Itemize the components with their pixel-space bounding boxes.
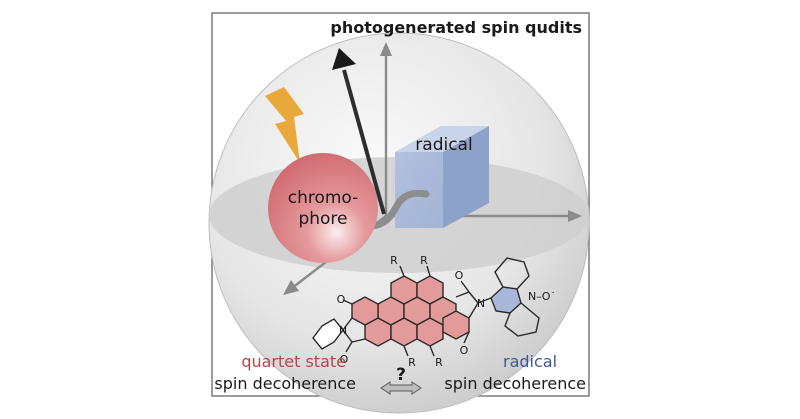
substituent-r-1: R (390, 254, 398, 267)
perylene-diimide-core (351, 275, 470, 347)
right-caption-line2: spin decoherence (444, 374, 586, 393)
oxygen-label-1: O (337, 293, 346, 306)
linker-tether (368, 189, 430, 230)
cyclohexyl-ring (312, 318, 344, 350)
nitrogen-label-2: N (477, 297, 485, 310)
substituent-r-4: R (435, 356, 443, 369)
molecule-structure (312, 257, 540, 357)
nitrogen-label-1: N (339, 324, 347, 337)
lightning-bolt-icon (265, 87, 304, 163)
panel-title: photogenerated spin qudits (330, 18, 582, 37)
oxygen-label-3: O (455, 269, 464, 282)
oxygen-label-4: O (460, 344, 469, 357)
molecule-labels: R R R R O O O O N N N–O˙ (337, 254, 556, 369)
chromophore-label-line1: chromo- (288, 188, 359, 208)
right-caption-line1: radical (503, 352, 557, 371)
substituent-r-3: R (408, 356, 416, 369)
left-caption-line2: spin decoherence (214, 374, 356, 393)
left-caption-line1: quartet state (241, 352, 346, 371)
double-arrow-icon (380, 381, 422, 395)
chromophore-sphere (268, 153, 378, 263)
spin-vector-arrow (332, 48, 386, 215)
substituent-r-2: R (420, 254, 428, 267)
oxygen-label-2: O (340, 353, 349, 366)
chromophore-label-line2: phore (298, 209, 347, 229)
nitroxide-label: N–O˙ (528, 290, 556, 303)
radical-label: radical (415, 135, 472, 155)
comparison-question-mark: ? (396, 365, 406, 385)
